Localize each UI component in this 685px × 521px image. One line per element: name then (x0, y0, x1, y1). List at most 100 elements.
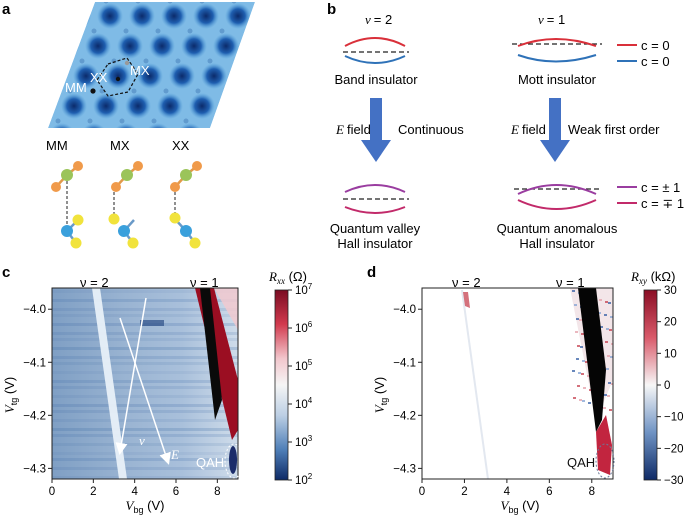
band-diagram-qvh (343, 184, 409, 214)
qah-red-region-d (596, 415, 612, 475)
x-tick-label: 6 (173, 486, 179, 498)
colorbar-tick-label: 102 (295, 472, 313, 487)
stacking-xx: XX (169, 138, 202, 249)
mm-site-marker (90, 88, 96, 94)
stack-label-xx: XX (172, 138, 190, 153)
band-diagram-band-insulator (343, 37, 409, 64)
colorbar-c (274, 289, 289, 481)
colorbar-tick-label: −10 (664, 412, 684, 424)
panel-letter-c: c (2, 264, 10, 281)
colorbar-tick-label: −30 (664, 475, 684, 487)
x-tick-label: 8 (589, 486, 595, 498)
panel-letter-a: a (2, 1, 11, 18)
nu2-line-c (92, 288, 127, 479)
heatmap-c (52, 288, 238, 479)
site-label-xx: XX (90, 70, 108, 85)
nu-arrow-c (115, 297, 147, 455)
e-arrow-c (119, 317, 171, 465)
xlabel-d: Vbg (V) (501, 498, 540, 515)
band-diagram-mott-insulator (512, 38, 602, 63)
moire-lattice-image (48, 2, 255, 128)
stacking-mm: MM (46, 138, 84, 249)
x-tick-label: 2 (461, 486, 467, 498)
x-tick-label: 0 (419, 486, 425, 498)
y-tick-label: −4.3 (393, 463, 416, 475)
panel-a: a MM XX MX MM MX (2, 1, 255, 249)
nu1-black-region-c (200, 288, 222, 420)
site-label-mx: MX (130, 63, 150, 78)
colorbar-tick-label: 107 (295, 282, 313, 297)
xx-site-marker (115, 76, 121, 82)
state-qah-line1: Quantum anomalous (497, 221, 618, 236)
colorbar-d (643, 289, 658, 481)
x-tick-label: 0 (49, 486, 55, 498)
state-qvh-line1: Quantum valley (330, 221, 421, 236)
colorbar-tick-label: 103 (295, 434, 313, 449)
legend-bottom-purple: c = ± 1 (641, 180, 680, 195)
plot-frame-c (51, 287, 239, 480)
qah-ellipse-c (224, 443, 244, 479)
filling-c-nu2: ν = 2 (80, 275, 109, 290)
colorbar-tick-label: 20 (664, 317, 677, 329)
colorbar-tick-label: 10 (664, 348, 677, 360)
mx-site-marker (124, 60, 130, 66)
stacking-mx: MX (108, 138, 143, 249)
stack-label-mm: MM (46, 138, 68, 153)
transition-continuous: Continuous (398, 122, 464, 137)
ylabel-c: Vtg (V) (2, 377, 19, 413)
filling-label-nu1: ν= 1 (538, 12, 565, 27)
y-tick-label: −4.0 (23, 304, 46, 316)
state-qah-line2: Hall insulator (519, 236, 595, 251)
legend-top-blue: c = 0 (641, 54, 670, 69)
e-annotation-c: E (170, 447, 179, 462)
field-arrow-right (540, 98, 570, 162)
qah-annotation-d: QAH (567, 455, 595, 470)
colorbar-tick-label: 0 (664, 380, 670, 392)
nu-annotation-c: ν (139, 433, 145, 448)
ylabel-d: Vtg (V) (372, 377, 389, 413)
field-arrow-left (361, 98, 391, 162)
plot-frame-d (421, 287, 614, 480)
y-tick-label: −4.2 (393, 410, 416, 422)
panel-letter-b: b (327, 1, 336, 18)
panel-b: b ν= 2 ν= 1 Band insulator Mott insulato… (327, 1, 684, 251)
legend-top-red: c = 0 (641, 38, 670, 53)
legend-top: c = 0 c = 0 (617, 38, 670, 69)
colorbar-tick-label: 104 (295, 396, 313, 411)
filling-d-nu1: ν = 1 (556, 275, 585, 290)
y-tick-label: −4.0 (393, 304, 416, 316)
colorbar-label-c: Rxx (Ω) (268, 269, 307, 286)
qah-annotation-c: QAH (196, 455, 224, 470)
y-tick-label: −4.1 (393, 357, 416, 369)
colorbar-label-d: Rxy (kΩ) (630, 269, 675, 286)
filling-d-nu2: ν = 2 (452, 275, 481, 290)
state-band-insulator: Band insulator (334, 72, 418, 87)
qah-black-region-d (578, 288, 606, 432)
x-tick-label: 6 (546, 486, 552, 498)
heatmap-d (422, 288, 613, 479)
colorbar-tick-label: 106 (295, 320, 313, 335)
legend-bottom: c = ± 1 c = ∓ 1 (617, 180, 684, 211)
panel-letter-d: d (367, 264, 376, 281)
xlabel-c: Vbg (V) (126, 498, 165, 515)
x-tick-label: 4 (131, 486, 138, 498)
filling-c-nu1: ν = 1 (190, 275, 219, 290)
band-diagram-qah (514, 184, 602, 210)
x-tick-label: 8 (214, 486, 220, 498)
qah-ellipse-d (595, 443, 615, 479)
legend-bottom-magenta: c = ∓ 1 (641, 196, 684, 211)
y-tick-label: −4.2 (23, 410, 46, 422)
site-label-mm: MM (65, 80, 87, 95)
state-mott-insulator: Mott insulator (518, 72, 597, 87)
colorbar-tick-label: 30 (664, 285, 677, 297)
filling-label-nu2: ν= 2 (365, 12, 392, 27)
